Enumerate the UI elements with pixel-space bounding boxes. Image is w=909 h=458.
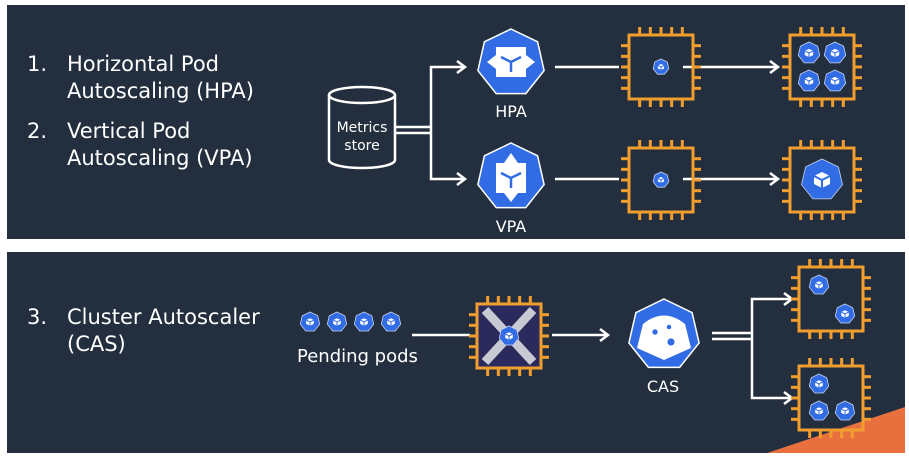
metrics-store-line1: Metrics — [336, 120, 388, 136]
hpa-vpa-diagram — [327, 27, 862, 220]
pod-icon — [808, 274, 830, 295]
cas-icon — [628, 298, 700, 369]
node-chip-icon — [782, 27, 862, 107]
pod-icon — [823, 41, 847, 64]
pod-icon — [808, 373, 830, 394]
pod-icon — [834, 303, 856, 324]
list-number: 3. — [27, 305, 48, 329]
gear-icon — [646, 323, 664, 341]
node-chip-icon — [621, 27, 701, 107]
hpa-icon — [477, 28, 545, 95]
metrics-store-label: Metrics store — [329, 119, 395, 155]
connector-lines — [395, 60, 781, 186]
list-number: 1. — [27, 52, 48, 76]
list-number: 2. — [27, 119, 48, 143]
pod-icon — [326, 311, 348, 332]
pod-icon — [652, 58, 670, 75]
pod-icon — [797, 41, 821, 64]
cas-diagram — [299, 259, 905, 453]
connector-lines — [412, 292, 795, 405]
list-text-line1: Cluster Autoscaler — [67, 305, 260, 329]
gear-icon — [660, 331, 682, 353]
list-text-line2: Autoscaling (VPA) — [67, 146, 253, 170]
pending-pods — [299, 311, 402, 332]
arrow-head-icon — [456, 172, 468, 186]
node-chip-icon — [791, 259, 871, 339]
gear-icon — [661, 319, 677, 335]
node-chip-icon — [782, 140, 862, 220]
blocked-node-icon — [469, 296, 549, 376]
pod-icon — [498, 325, 520, 346]
pending-pods-label: Pending pods — [297, 346, 418, 367]
pod-icon — [380, 311, 402, 332]
pod-icon — [808, 400, 830, 421]
database-icon — [327, 85, 397, 170]
pod-icon — [353, 311, 375, 332]
pod-icon — [823, 69, 847, 92]
pod-icon — [834, 400, 856, 421]
hpa-vpa-panel: 1. Horizontal Pod Autoscaling (HPA) 2. V… — [7, 5, 905, 239]
arrow-head-icon — [456, 60, 468, 74]
node-chip-icon — [791, 358, 871, 438]
pod-icon — [801, 158, 843, 200]
list-text-line1: Vertical Pod — [67, 119, 191, 143]
cas-label: CAS — [646, 377, 680, 396]
pod-icon — [797, 69, 821, 92]
node-chip-icon — [621, 140, 701, 220]
hpa-label: HPA — [495, 102, 527, 121]
node-chips — [469, 259, 871, 438]
pod-icon — [652, 171, 670, 188]
vpa-label: VPA — [495, 217, 527, 236]
arrow-head-icon — [769, 172, 781, 186]
metrics-store-line2: store — [344, 138, 380, 154]
pod-icon — [299, 311, 321, 332]
vpa-icon — [477, 142, 545, 209]
list-text-line1: Horizontal Pod — [67, 52, 219, 76]
arrow-head-icon — [769, 60, 781, 74]
node-chips — [621, 27, 862, 220]
arrow-head-icon — [599, 328, 611, 342]
cas-panel: 3. Cluster Autoscaler (CAS) Pending pods… — [7, 252, 905, 453]
list-text-line2: Autoscaling (HPA) — [67, 79, 254, 103]
list-text-line2: (CAS) — [67, 332, 126, 356]
